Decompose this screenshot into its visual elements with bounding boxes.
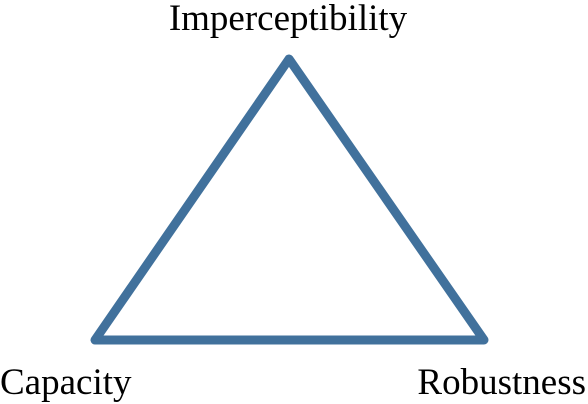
label-capacity: Capacity [0, 362, 132, 403]
triangle-shape [90, 54, 489, 345]
label-robustness: Robustness [417, 362, 586, 403]
label-imperceptibility: Imperceptibility [169, 0, 408, 39]
